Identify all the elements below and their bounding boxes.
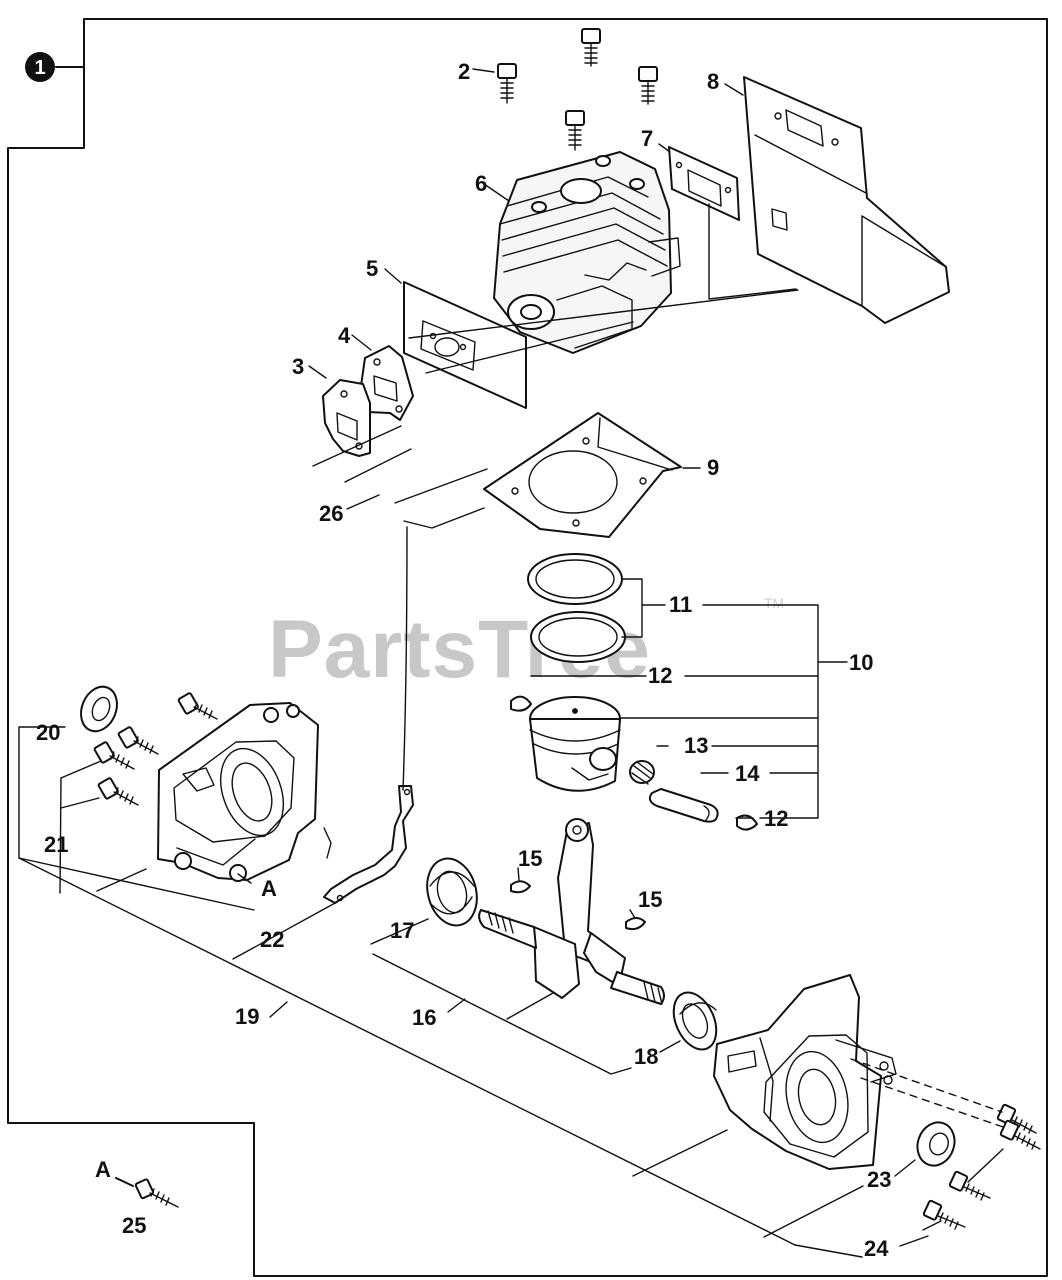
callout-10: 10 bbox=[849, 650, 873, 675]
bolt-21-b bbox=[117, 726, 159, 755]
callout-4: 4 bbox=[338, 323, 351, 348]
callout-8: 8 bbox=[707, 69, 719, 94]
callout-11: 11 bbox=[669, 592, 692, 617]
callout-12-top: 12 bbox=[648, 663, 672, 688]
callout-22: 22 bbox=[260, 927, 284, 952]
reference-a-bolt: A bbox=[95, 1157, 111, 1182]
bolt-2 bbox=[497, 63, 517, 104]
reference-badge: 1 bbox=[25, 52, 85, 82]
seal-20 bbox=[80, 685, 118, 733]
callout-18: 18 bbox=[634, 1044, 658, 1069]
callout-7: 7 bbox=[641, 126, 653, 151]
gasket-3 bbox=[322, 379, 371, 457]
callout-labels: 2 3 4 5 6 7 8 9 10 11 12 12 13 14 15 15 … bbox=[36, 59, 891, 1261]
callout-21: 21 bbox=[44, 832, 68, 857]
callout-25: 25 bbox=[122, 1213, 146, 1238]
trademark-mark: TM bbox=[764, 595, 784, 611]
bolt-21-c bbox=[93, 741, 135, 770]
bearing-18 bbox=[672, 991, 718, 1051]
crankshaft-assembly bbox=[478, 818, 665, 1005]
bolt-24-b bbox=[999, 1119, 1041, 1150]
gasket-5 bbox=[403, 281, 527, 409]
diagram-frame bbox=[7, 18, 1048, 1277]
bolt-21-a bbox=[177, 692, 218, 720]
bolt-24-c bbox=[948, 1170, 991, 1201]
callout-20: 20 bbox=[36, 720, 60, 745]
piston-assembly bbox=[510, 695, 758, 831]
heat-shield-8 bbox=[708, 76, 950, 324]
callout-3: 3 bbox=[292, 354, 304, 379]
callout-24: 24 bbox=[864, 1236, 889, 1261]
bolt-middle bbox=[565, 110, 585, 151]
callout-15-right: 15 bbox=[638, 887, 662, 912]
callout-16: 16 bbox=[412, 1005, 436, 1030]
watermark-group: PartsTree TM bbox=[268, 595, 784, 695]
callout-15-left: 15 bbox=[518, 846, 542, 871]
callout-6: 6 bbox=[475, 171, 487, 196]
reference-a-crankcase: A bbox=[261, 876, 277, 901]
bolt-21-d bbox=[97, 777, 139, 806]
callout-14: 14 bbox=[735, 761, 760, 786]
cylinder-bolts bbox=[497, 28, 658, 151]
callout-19: 19 bbox=[235, 1004, 259, 1029]
callout-2: 2 bbox=[458, 59, 470, 84]
callout-12-bottom: 12 bbox=[764, 806, 788, 831]
bolts-21 bbox=[93, 692, 218, 806]
crankcase-gasket-22 bbox=[323, 785, 414, 904]
piston-rings-11 bbox=[527, 553, 626, 663]
bolt-top-right bbox=[638, 66, 658, 105]
base-gasket-9 bbox=[483, 412, 682, 538]
crankcase-left-19 bbox=[157, 702, 319, 882]
bolt-top-center bbox=[581, 28, 601, 67]
exhaust-gasket-7 bbox=[668, 146, 740, 221]
badge-number: 1 bbox=[34, 57, 45, 79]
callout-23: 23 bbox=[867, 1167, 891, 1192]
bolt-24-d bbox=[922, 1199, 966, 1230]
callout-26: 26 bbox=[319, 501, 343, 526]
cylinder-assembly bbox=[493, 151, 681, 354]
callout-5: 5 bbox=[366, 256, 378, 281]
callout-17: 17 bbox=[390, 918, 414, 943]
leader-lines bbox=[18, 68, 1007, 1258]
bearing-17 bbox=[426, 857, 478, 927]
bolt-25 bbox=[115, 1177, 179, 1208]
bolts-24 bbox=[922, 1103, 1041, 1230]
callout-9: 9 bbox=[707, 455, 719, 480]
crankcase-right bbox=[713, 974, 897, 1170]
seal-23 bbox=[916, 1121, 956, 1167]
callout-13: 13 bbox=[684, 733, 708, 758]
